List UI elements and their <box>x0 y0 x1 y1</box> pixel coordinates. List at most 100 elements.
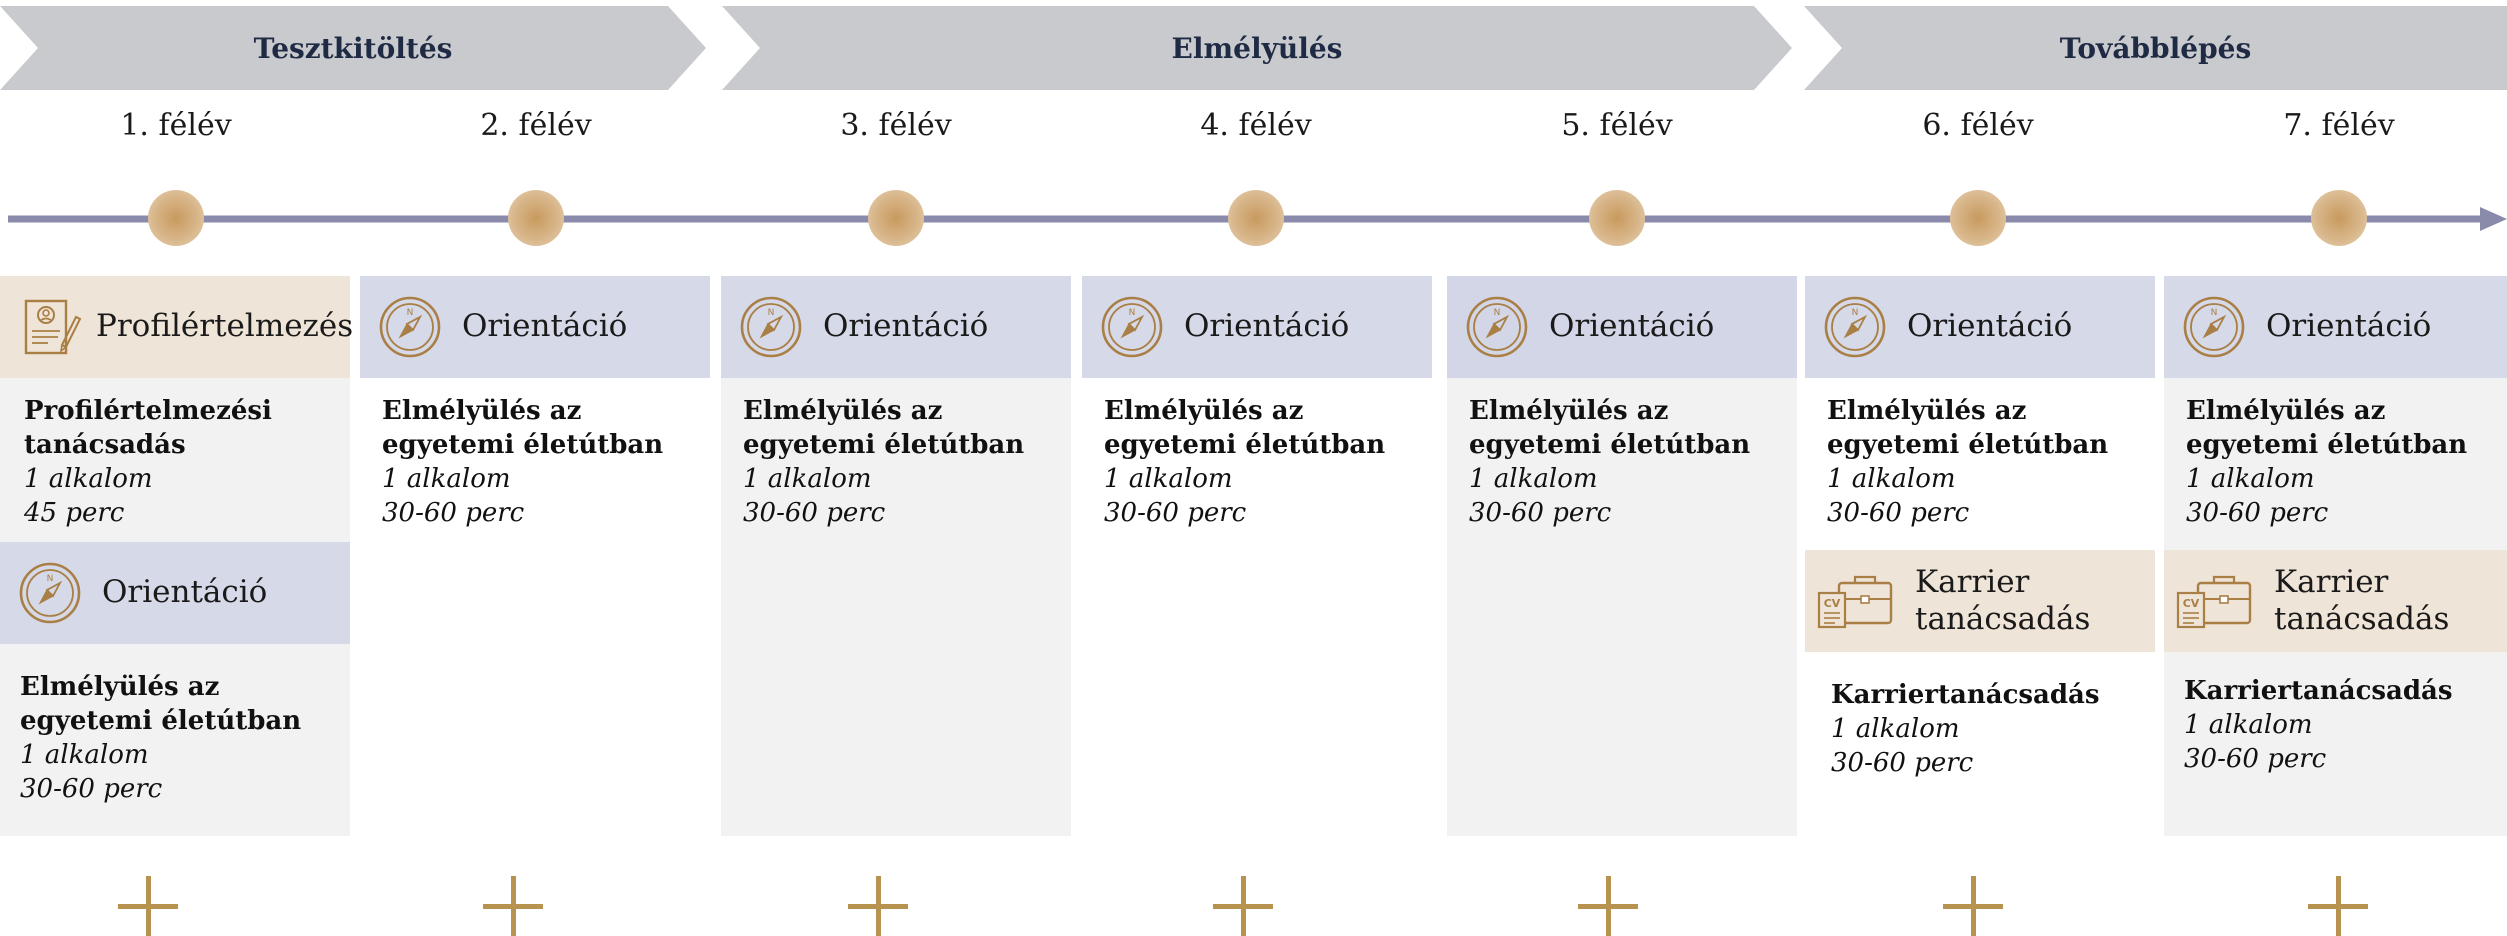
semester-label: 4. félév <box>1200 108 1312 143</box>
timeline-node <box>1589 190 1645 246</box>
add-button[interactable] <box>2308 876 2368 936</box>
service-details: Elmélyülés az egyetemi életútban 1 alkal… <box>2186 394 2499 530</box>
add-button[interactable] <box>848 876 908 936</box>
service-count: 1 alkalom <box>743 464 872 494</box>
service-header-label: Orientáció <box>2266 308 2432 345</box>
service-header-label: Profilértelmezés <box>96 308 354 345</box>
add-button[interactable] <box>483 876 543 936</box>
service-title: Elmélyülés az egyetemi életútban <box>1469 396 1751 460</box>
semester-column-2: Orientáció Elmélyülés az egyetemi életút… <box>360 276 710 836</box>
phase-banner-tovabblepes: Továbblépés <box>1804 6 2507 90</box>
add-button[interactable] <box>118 876 178 936</box>
add-button[interactable] <box>1213 876 1273 936</box>
service-header-orientacio: Orientáció <box>360 276 710 378</box>
compass-icon <box>1823 295 1887 359</box>
timeline-node <box>1950 190 2006 246</box>
service-details: Elmélyülés az egyetemi életútban 1 alkal… <box>1104 394 1424 530</box>
semester-column-6: Orientáció Elmélyülés az egyetemi életút… <box>1805 276 2155 836</box>
semester-column-5: Orientáció Elmélyülés az egyetemi életút… <box>1447 276 1797 836</box>
service-duration: 30-60 perc <box>743 498 886 528</box>
service-header-label: Karrier tanácsadás <box>2274 564 2449 638</box>
service-header-orientacio: Orientáció <box>721 276 1071 378</box>
timeline-node <box>1228 190 1284 246</box>
service-title: Karriertanácsadás <box>1831 680 2100 710</box>
service-details: Elmélyülés az egyetemi életútban 1 alkal… <box>382 394 702 530</box>
semester-column-4: Orientáció Elmélyülés az egyetemi életút… <box>1082 276 1432 836</box>
service-header-karrier-tanacsadas: Karrier tanácsadás <box>2164 550 2507 652</box>
service-count: 1 alkalom <box>2186 464 2315 494</box>
compass-icon <box>18 561 82 625</box>
compass-icon <box>739 295 803 359</box>
timeline-node <box>148 190 204 246</box>
service-header-orientacio: Orientáció <box>1082 276 1432 378</box>
service-header-label: Karrier tanácsadás <box>1915 564 2090 638</box>
semester-column-3: Orientáció Elmélyülés az egyetemi életút… <box>721 276 1071 836</box>
service-count: 1 alkalom <box>20 740 149 770</box>
compass-icon <box>1465 295 1529 359</box>
service-duration: 30-60 perc <box>2184 744 2327 774</box>
service-count: 1 alkalom <box>1827 464 1956 494</box>
service-duration: 30-60 perc <box>20 774 163 804</box>
service-title: Elmélyülés az egyetemi életútban <box>743 396 1025 460</box>
service-duration: 30-60 perc <box>1831 748 1974 778</box>
service-details: Elmélyülés az egyetemi életútban 1 alkal… <box>1827 394 2147 530</box>
semester-label: 1. félév <box>120 108 232 143</box>
service-count: 1 alkalom <box>24 464 153 494</box>
service-header-profilertelmezes: Profilértelmezés <box>0 276 354 378</box>
phase-label: Tesztkitöltés <box>253 31 453 65</box>
service-duration: 45 perc <box>24 498 125 528</box>
semester-label: 3. félév <box>840 108 952 143</box>
service-count: 1 alkalom <box>382 464 511 494</box>
semester-column-7: Orientáció Elmélyülés az egyetemi életút… <box>2164 276 2507 836</box>
service-details: Elmélyülés az egyetemi életútban 1 alkal… <box>743 394 1063 530</box>
service-duration: 30-60 perc <box>1469 498 1612 528</box>
service-header-label: Orientáció <box>823 308 989 345</box>
semester-label: 2. félév <box>480 108 592 143</box>
phase-label: Továbblépés <box>2059 31 2252 65</box>
service-header-orientacio: Orientáció <box>1805 276 2155 378</box>
service-title: Elmélyülés az egyetemi életútban <box>2186 396 2468 460</box>
service-duration: 30-60 perc <box>1104 498 1247 528</box>
service-header-label-line: tanácsadás <box>2274 601 2450 637</box>
service-title: Karriertanácsadás <box>2184 676 2453 706</box>
service-details: Karriertanácsadás 1 alkalom 30-60 perc <box>2184 674 2499 776</box>
service-header-label: Orientáció <box>1907 308 2073 345</box>
service-header-karrier-tanacsadas: Karrier tanácsadás <box>1805 550 2155 652</box>
service-details: Elmélyülés az egyetemi életútban 1 alkal… <box>1469 394 1789 530</box>
service-header-label: Orientáció <box>1549 308 1715 345</box>
timeline-node <box>2311 190 2367 246</box>
phase-banner-tesztkitoltes: Tesztkitöltés <box>0 6 706 90</box>
cv-briefcase-icon <box>1815 569 1895 633</box>
timeline-node <box>508 190 564 246</box>
service-header-label: Orientáció <box>462 308 628 345</box>
service-header-label-line: Karrier <box>1915 563 2030 600</box>
compass-icon <box>1100 295 1164 359</box>
semester-label: 5. félév <box>1561 108 1673 143</box>
add-button[interactable] <box>1578 876 1638 936</box>
service-header-orientacio: Orientáció <box>2164 276 2507 378</box>
service-duration: 30-60 perc <box>1827 498 1970 528</box>
service-details: Profilértelmezési tanácsadás 1 alkalom 4… <box>24 394 342 530</box>
service-duration: 30-60 perc <box>382 498 525 528</box>
timeline-node <box>868 190 924 246</box>
service-header-orientacio: Orientáció <box>0 542 350 644</box>
profile-document-icon <box>18 295 82 359</box>
service-header-label-line: tanácsadás <box>1915 601 2091 637</box>
compass-icon <box>2182 295 2246 359</box>
service-header-label: Orientáció <box>102 574 268 611</box>
service-header-orientacio: Orientáció <box>1447 276 1797 378</box>
phase-label: Elmélyülés <box>1171 31 1343 65</box>
cv-briefcase-icon <box>2174 569 2254 633</box>
service-title: Elmélyülés az egyetemi életútban <box>1104 396 1386 460</box>
service-count: 1 alkalom <box>1104 464 1233 494</box>
service-details: Elmélyülés az egyetemi életútban 1 alkal… <box>20 670 342 806</box>
service-count: 1 alkalom <box>1831 714 1960 744</box>
service-header-label: Orientáció <box>1184 308 1350 345</box>
service-title: Elmélyülés az egyetemi életútban <box>1827 396 2109 460</box>
service-title: Elmélyülés az egyetemi életútban <box>382 396 664 460</box>
service-title: Elmélyülés az egyetemi életútban <box>20 672 302 736</box>
service-details: Karriertanácsadás 1 alkalom 30-60 perc <box>1831 678 2147 780</box>
service-count: 1 alkalom <box>2184 710 2313 740</box>
phase-banner-elmelyules: Elmélyülés <box>722 6 1792 90</box>
add-button[interactable] <box>1943 876 2003 936</box>
